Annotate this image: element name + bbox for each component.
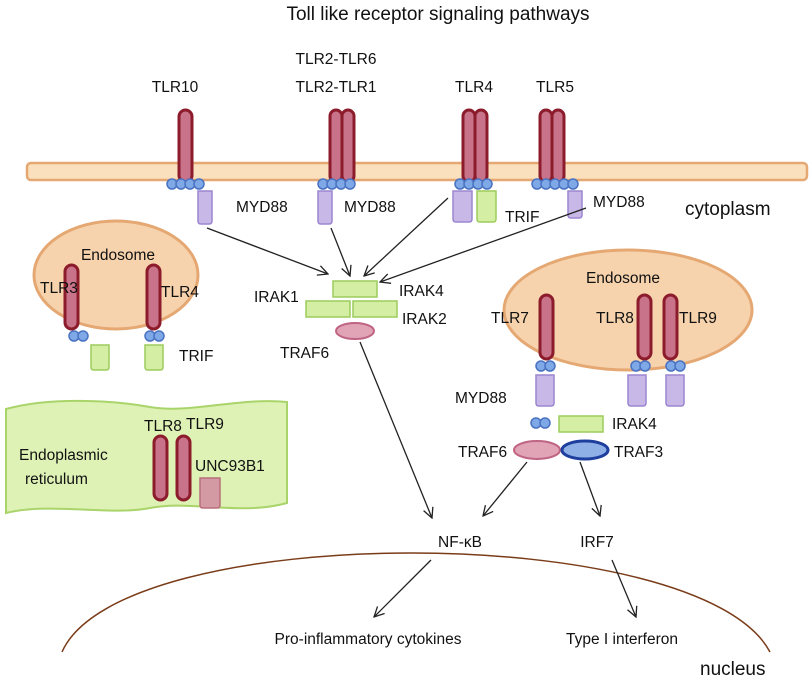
tlr10-label: TLR10	[152, 79, 199, 96]
tlr3-receptor	[63, 263, 80, 331]
myd88-right-label: MYD88	[455, 390, 507, 407]
tlr8-endosome-receptor	[636, 293, 653, 361]
er-tlr8-label: TLR8	[144, 418, 182, 435]
nucleus-label: nucleus	[700, 659, 766, 680]
tlr5-tir-beads	[531, 178, 579, 190]
irak2-label: IRAK2	[402, 311, 447, 328]
endosome-right	[502, 248, 754, 372]
traf6-right-oval	[513, 440, 561, 460]
endosome-right-label: Endosome	[586, 270, 660, 287]
tlr2-tlr1-label: TLR2-TLR1	[296, 79, 377, 96]
myd88-adaptor-tlr4	[452, 190, 473, 223]
tlr2-receptor	[328, 108, 344, 184]
tlr4-surface-label: TLR4	[455, 79, 493, 96]
er-tlr9-receptor	[175, 434, 192, 502]
myd88-adaptor-tlr7	[535, 374, 555, 407]
tlr8-endosome-label: TLR8	[596, 310, 634, 327]
arrow-traf6-to-nfkb	[359, 341, 432, 518]
endosome-left	[32, 219, 200, 331]
tlr3-tir-beads	[68, 330, 89, 342]
tlr4-surface-receptor-b	[473, 108, 489, 184]
irf7-label: IRF7	[580, 534, 614, 551]
tlr4-tir-beads	[454, 178, 493, 190]
nfkb-label: NF-κB	[438, 534, 482, 551]
tlr2-tlr6-label: TLR2-TLR6	[296, 51, 377, 68]
arrow-tlr4-to-irak	[364, 197, 449, 276]
trif-adaptor-endosome-right	[144, 344, 164, 371]
tlr5-receptor-a	[538, 108, 554, 184]
arrow-myd88-2-to-irak	[330, 227, 350, 276]
myd88-adaptor-tlr8	[627, 374, 647, 407]
irak1-box	[305, 300, 351, 318]
unc93b1-protein	[199, 477, 221, 509]
arrow-irf7-to-interferon	[611, 559, 636, 617]
irak1-label: IRAK1	[254, 289, 299, 306]
myd88-adaptor-tlr9	[665, 374, 685, 407]
tlr4-endosome-tir-beads	[144, 330, 165, 342]
plasma-membrane	[25, 161, 809, 182]
trif-adaptor-tlr4	[476, 190, 497, 223]
irak4-right-label: IRAK4	[612, 416, 657, 433]
tlr4-endosome-label: TLR4	[161, 284, 199, 301]
myd88-label-2: MYD88	[344, 199, 396, 216]
unc93b1-label: UNC93B1	[195, 458, 265, 475]
tlr10-receptor	[177, 108, 194, 184]
er-label-line1: Endoplasmic	[19, 447, 108, 464]
traf3-oval	[560, 439, 610, 461]
myd88-adaptor-2	[317, 190, 333, 225]
tlr6-tlr1-receptor	[340, 108, 356, 184]
arrow-myd88-1-to-irak	[206, 227, 328, 274]
tlr7-receptor	[538, 293, 555, 361]
tlr3-label: TLR3	[40, 280, 78, 297]
traf6-center-oval	[335, 322, 375, 340]
arrow-myd88-3-to-irak	[380, 207, 587, 282]
arrow-traf6-right-to-nfkb	[483, 461, 528, 516]
irak2-box	[352, 300, 398, 318]
er-tlr8-receptor	[152, 434, 169, 502]
tlr10-tir-beads	[166, 178, 205, 190]
myd88-adaptor-1	[197, 190, 213, 225]
traf3-label: TRAF3	[614, 444, 663, 461]
tlr7-label: TLR7	[491, 310, 529, 327]
trif-adaptor-endosome-left	[90, 344, 110, 371]
endosome-left-label: Endosome	[81, 247, 155, 264]
er-label-line2: reticulum	[25, 471, 88, 488]
cytoplasm-label: cytoplasm	[685, 199, 771, 220]
tlr5-receptor-b	[550, 108, 566, 184]
tlr4-surface-receptor-a	[461, 108, 477, 184]
type1-interferon-label: Type I interferon	[566, 631, 678, 648]
tlr9-endosome-receptor	[662, 293, 679, 361]
tlr8-tir-beads	[630, 360, 651, 372]
irak4-center-label: IRAK4	[399, 283, 444, 300]
tlr4-endosome-receptor	[145, 263, 162, 331]
traf6-center-label: TRAF6	[280, 345, 329, 362]
myd88-right-beads	[530, 417, 551, 429]
myd88-label-1: MYD88	[236, 199, 288, 216]
er-tlr9-label: TLR9	[186, 416, 224, 433]
trif-endosome-label: TRIF	[179, 348, 213, 365]
diagram-title: Toll like receptor signaling pathways	[286, 4, 589, 25]
traf6-right-label: TRAF6	[458, 444, 507, 461]
myd88-label-3: MYD88	[593, 194, 645, 211]
tlr5-label: TLR5	[536, 79, 574, 96]
trif-label-surface: TRIF	[505, 209, 539, 226]
tlr9-tir-beads	[665, 360, 686, 372]
tlr9-endosome-label: TLR9	[679, 310, 717, 327]
tlr7-tir-beads	[535, 360, 556, 372]
irak4-center-box	[332, 280, 378, 298]
tlr2-tir-beads	[317, 178, 356, 190]
arrow-nfkb-to-cytokines	[374, 559, 432, 617]
pro-inflammatory-cytokines-label: Pro-inflammatory cytokines	[275, 631, 462, 648]
nucleus-membrane	[61, 552, 771, 653]
irak4-right-box	[558, 415, 604, 433]
arrow-traf3-to-irf7	[579, 461, 600, 516]
